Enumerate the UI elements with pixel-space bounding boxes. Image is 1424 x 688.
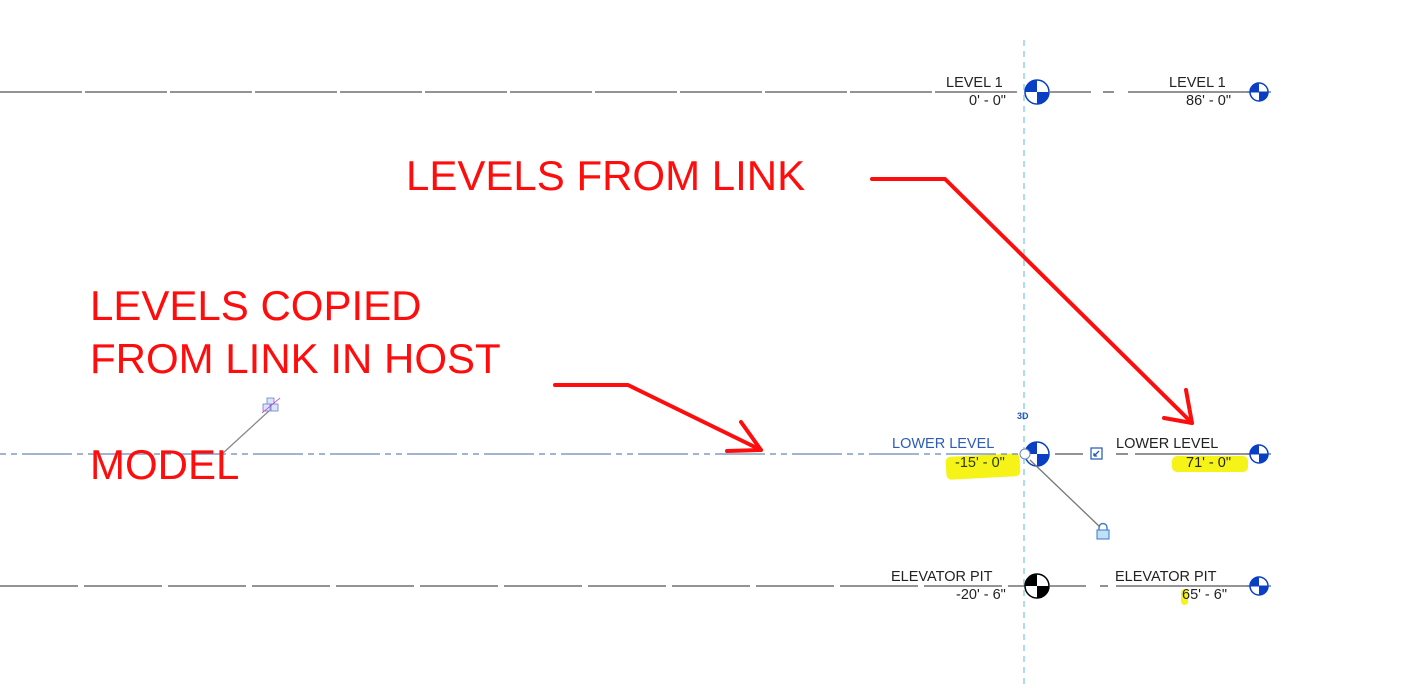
highlight-link-pit-elev [1181,589,1188,605]
level-name-lower-host[interactable]: LOWER LEVEL [892,436,995,452]
level-name-pit-link[interactable]: ELEVATOR PIT [1115,569,1217,585]
level-elevation-level1-host[interactable]: 0' - 0" [969,93,1006,109]
annotation-levels-from-link: LEVELS FROM LINK [406,152,806,199]
annotation-copied-line3: MODEL [90,441,240,488]
level-head-icon[interactable] [1024,79,1050,105]
level-head-icon[interactable] [1247,576,1271,596]
level-name-level1-link[interactable]: LEVEL 1 [1169,75,1226,91]
arrow-levels-from-link [870,177,1194,425]
annotation-copied-line1: LEVELS COPIED [90,282,422,329]
level-elevation-lower-host[interactable]: -15' - 0" [955,455,1005,471]
link-model-icon[interactable] [261,397,281,414]
level-elevation-lower-link[interactable]: 71' - 0" [1186,455,1231,471]
arrow-levels-copied [553,383,763,453]
highlight-link-lower-elev [1172,456,1248,472]
level-elevation-pit-host[interactable]: -20' - 6" [956,587,1006,603]
level-head-icon[interactable] [1024,573,1050,599]
level-name-pit-host[interactable]: ELEVATOR PIT [891,569,993,585]
view-3d-tag: 3D [1017,411,1029,421]
lock-leader [1029,459,1101,528]
drag-grip-icon[interactable] [1019,448,1031,460]
level-head-icon[interactable] [1247,444,1271,464]
level-elevation-level1-link[interactable]: 86' - 0" [1186,93,1231,109]
level-name-lower-link[interactable]: LOWER LEVEL [1116,436,1219,452]
level-head-icon[interactable] [1247,82,1271,102]
elbow-icon[interactable] [1090,447,1103,460]
link-model-leader [221,409,271,455]
level-name-level1-host[interactable]: LEVEL 1 [946,75,1003,91]
lock-icon[interactable] [1096,522,1110,540]
level-elevation-pit-link[interactable]: 65' - 6" [1182,587,1227,603]
annotation-copied-line2: FROM LINK IN HOST [90,335,501,382]
